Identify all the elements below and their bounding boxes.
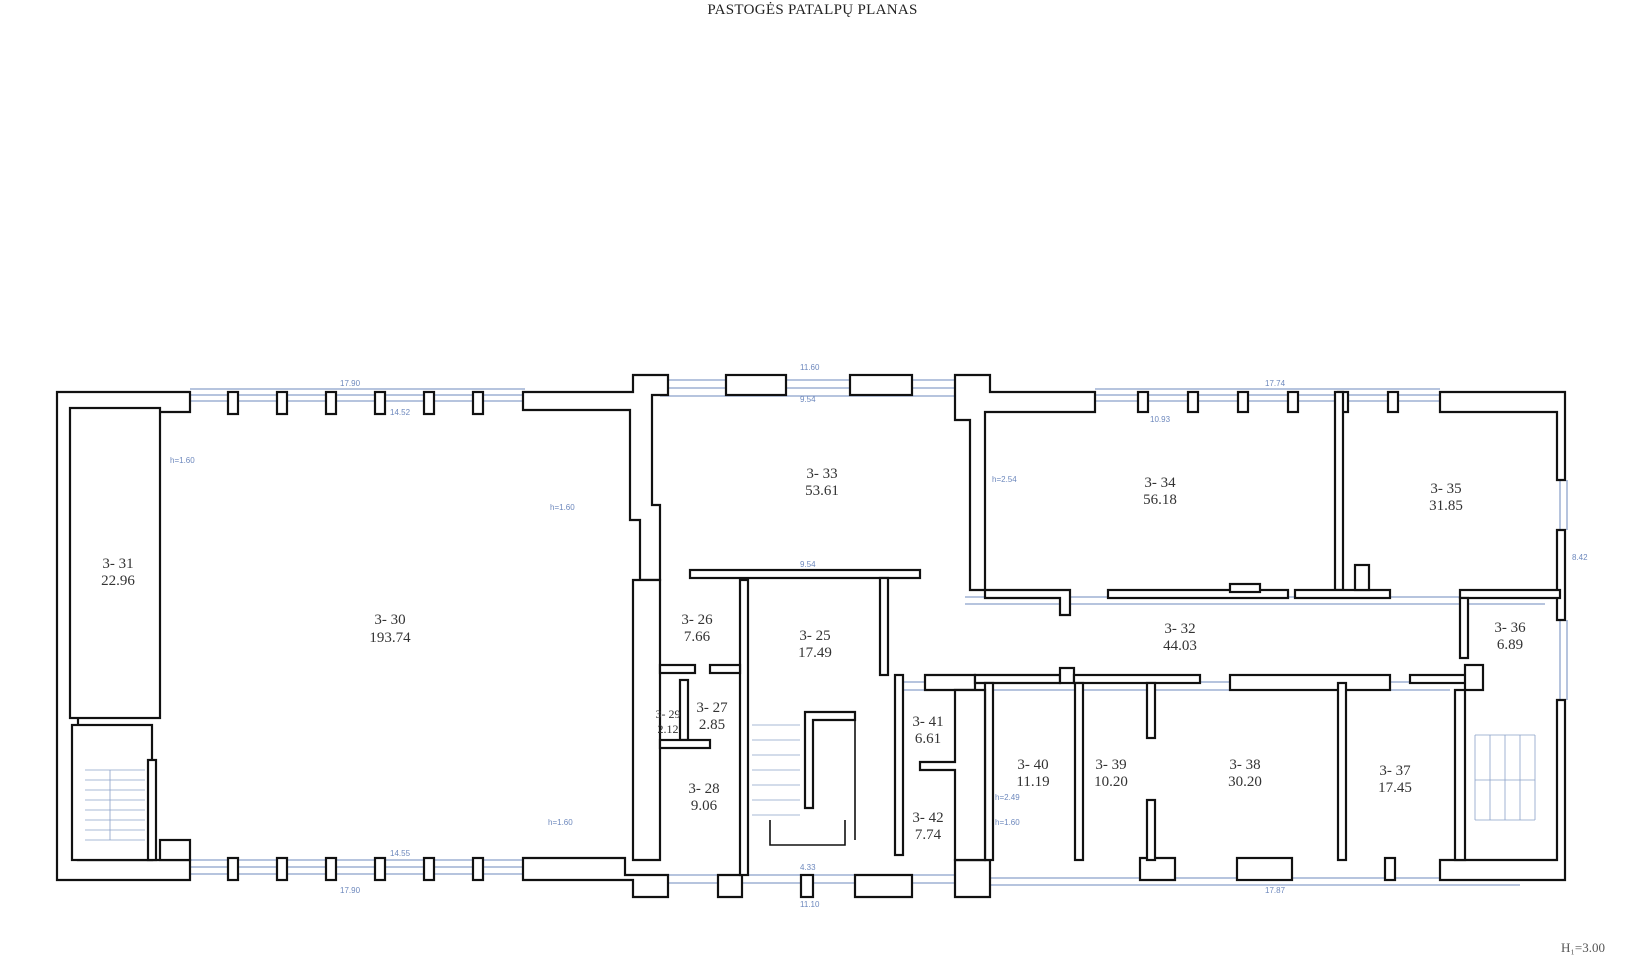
room-area: 7.74 (915, 827, 942, 843)
dim-top-left-inner: 14.52 (390, 408, 411, 417)
room-id: 3- 42 (912, 810, 943, 826)
room-3-38: 3- 38 30.20 (1228, 757, 1262, 790)
room-id: 3- 28 (688, 781, 719, 797)
room-area: 31.85 (1429, 498, 1463, 514)
stairs-left (85, 769, 145, 841)
room-id: 3- 26 (681, 612, 713, 628)
dimension-labels: 17.90 14.52 11.60 9.54 17.74 10.93 17.90… (170, 363, 1588, 909)
dim-top-right-inner: 10.93 (1150, 415, 1171, 424)
room-area: 2.85 (699, 717, 725, 733)
room-3-37: 3- 37 17.45 (1378, 763, 1412, 796)
room-area: 11.19 (1016, 774, 1049, 790)
dim-height-2: h=2.54 (992, 475, 1017, 484)
dim-top-center: 11.60 (800, 363, 820, 372)
stairs-right (1474, 734, 1536, 821)
room-3-31: 3- 31 22.96 (101, 556, 135, 589)
room-3-30: 3- 30 193.74 (369, 612, 411, 646)
room-area: 44.03 (1163, 638, 1197, 654)
dim-right-outer: 8.42 (1572, 553, 1588, 562)
dim-top-left: 17.90 (340, 379, 361, 388)
room-3-32: 3- 32 44.03 (1163, 621, 1197, 654)
dim-bottom-center-inner: 4.33 (800, 863, 816, 872)
room-3-29: 3- 29 2.12 (656, 707, 681, 736)
room-id: 3- 29 (656, 707, 681, 721)
room-id: 3- 34 (1144, 475, 1176, 491)
dim-height-1: h=1.60 (170, 456, 195, 465)
dim-height-3: h=1.60 (550, 503, 575, 512)
room-id: 3- 25 (799, 628, 830, 644)
dim-height-5: h=1.60 (548, 818, 573, 827)
room-3-26: 3- 26 7.66 (681, 612, 713, 645)
height-note: H₁=3.00 (1560, 940, 1605, 955)
plan-title: PASTOGĖS PATALPŲ PLANAS (707, 2, 918, 18)
room-id: 3- 27 (696, 700, 728, 716)
stairs-center (752, 724, 846, 846)
room-3-42: 3- 42 7.74 (912, 810, 943, 843)
room-area: 193.74 (369, 630, 411, 646)
room-area: 6.89 (1497, 637, 1523, 653)
room-id: 3- 37 (1379, 763, 1411, 779)
room-3-27: 3- 27 2.85 (696, 700, 728, 733)
room-3-34: 3- 34 56.18 (1143, 475, 1177, 508)
room-3-40: 3- 40 11.19 (1016, 757, 1049, 790)
room-labels: 3- 30 193.74 3- 31 22.96 3- 33 53.61 3- … (101, 466, 1526, 843)
dim-top-center-inner: 9.54 (800, 395, 816, 404)
room-area: 6.61 (915, 731, 941, 747)
room-3-36: 3- 36 6.89 (1494, 620, 1526, 653)
dim-bottom-left-inner: 14.55 (390, 849, 411, 858)
room-id: 3- 36 (1494, 620, 1526, 636)
room-area: 17.45 (1378, 780, 1412, 796)
interior-walls (70, 390, 1562, 877)
dim-height-6: h=1.60 (995, 818, 1020, 827)
room-id: 3- 39 (1095, 757, 1126, 773)
room-id: 3- 32 (1164, 621, 1195, 637)
room-id: 3- 35 (1430, 481, 1461, 497)
room-area: 9.06 (691, 798, 718, 814)
room-3-39: 3- 39 10.20 (1094, 757, 1128, 790)
room-area: 30.20 (1228, 774, 1262, 790)
room-3-41: 3- 41 6.61 (912, 714, 943, 747)
room-3-28: 3- 28 9.06 (688, 781, 719, 814)
dim-corridor: 9.54 (800, 560, 816, 569)
dim-bottom-right: 17.87 (1265, 886, 1286, 895)
room-id: 3- 30 (374, 612, 405, 628)
room-area: 7.66 (684, 629, 711, 645)
room-id: 3- 41 (912, 714, 943, 730)
room-area: 2.12 (658, 722, 679, 736)
room-area: 53.61 (805, 483, 839, 499)
room-area: 56.18 (1143, 492, 1177, 508)
room-area: 22.96 (101, 573, 135, 589)
room-id: 3- 31 (102, 556, 133, 572)
room-id: 3- 38 (1229, 757, 1260, 773)
room-3-33: 3- 33 53.61 (805, 466, 839, 499)
room-area: 10.20 (1094, 774, 1128, 790)
dim-bottom-left: 17.90 (340, 886, 361, 895)
room-id: 3- 40 (1017, 757, 1048, 773)
outer-walls (55, 373, 1567, 899)
room-3-35: 3- 35 31.85 (1429, 481, 1463, 514)
room-id: 3- 33 (806, 466, 837, 482)
room-3-25: 3- 25 17.49 (798, 628, 832, 661)
dim-height-4: h=2.49 (995, 793, 1020, 802)
room-area: 17.49 (798, 645, 832, 661)
dim-bottom-center: 11.10 (800, 900, 820, 909)
dim-top-right: 17.74 (1265, 379, 1286, 388)
